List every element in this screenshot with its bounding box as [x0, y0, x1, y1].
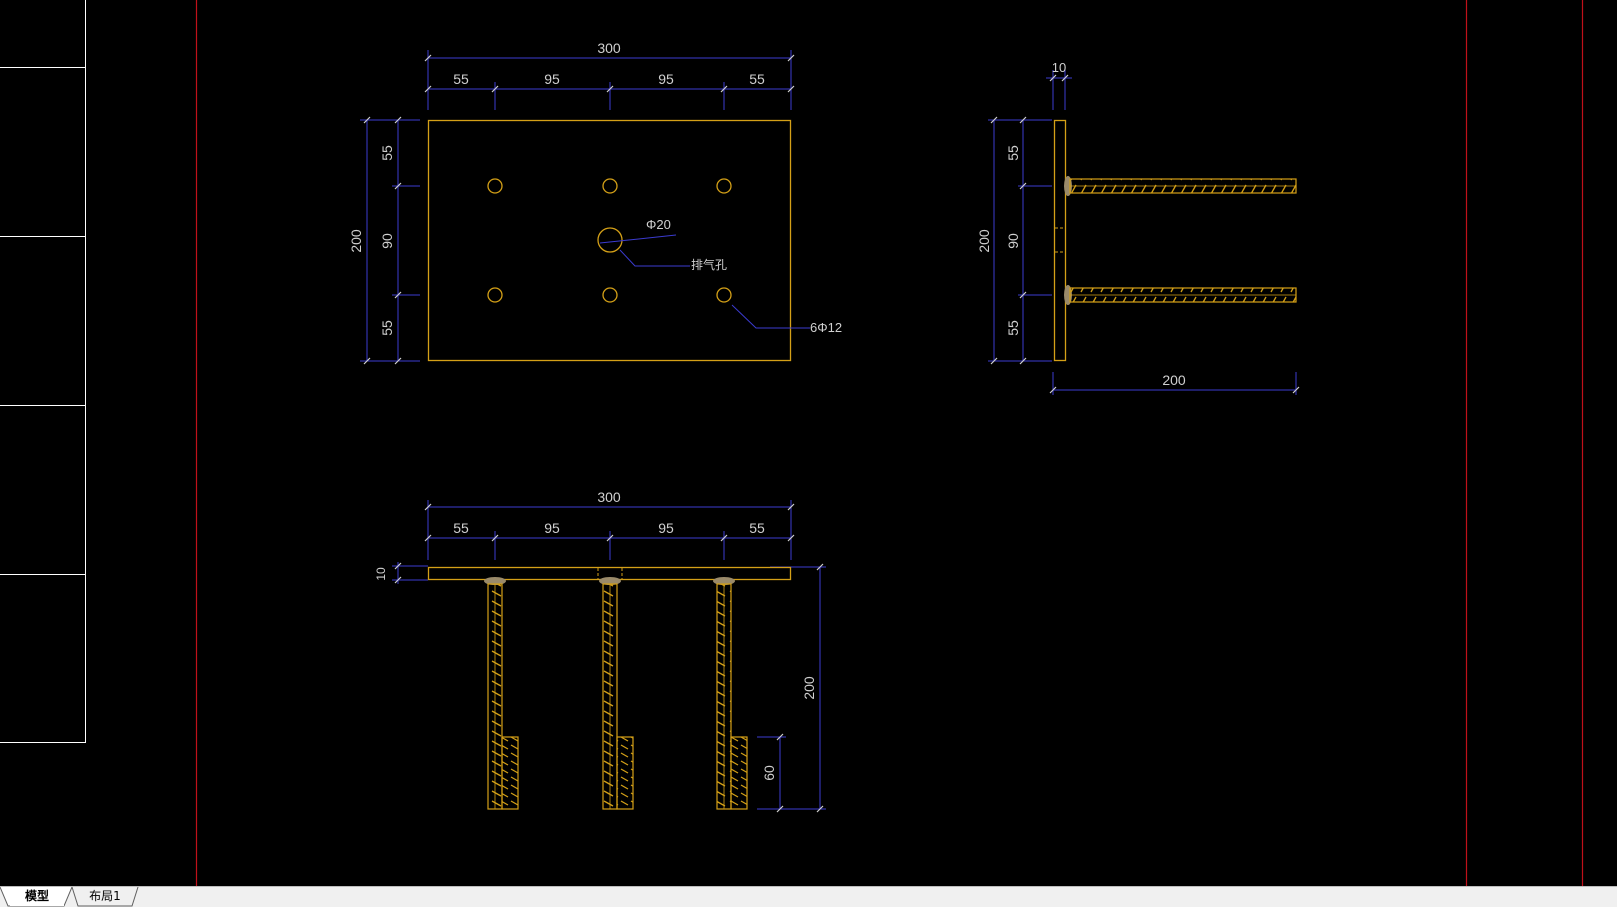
elev-seg-dim-4: 55	[749, 520, 765, 536]
vent-hole-label: 排气孔	[691, 257, 727, 272]
plan-vseg-dim-2: 90	[379, 233, 395, 249]
cad-drawing: 300 55 95 95 55 200 55 90 55	[0, 0, 1584, 886]
rebar-count-label: 6Φ12	[810, 320, 842, 335]
embedded-plate	[427, 119, 792, 362]
elevation-rebar-1	[484, 577, 519, 810]
plan-vseg-dim-1: 55	[379, 145, 395, 161]
side-view: 10 200 55 90 55 200	[976, 60, 1300, 395]
layout-tab-bar: 模型 布局1	[0, 886, 1617, 907]
left-panel	[0, 0, 86, 743]
hole-diameter-label: Φ20	[646, 217, 671, 232]
elevation-rebar-3	[713, 577, 748, 810]
side-rebar-top	[1064, 176, 1297, 196]
elevation-top-dimensions	[424, 500, 795, 560]
side-plate	[1053, 119, 1067, 362]
side-length-dim: 200	[1162, 372, 1186, 388]
drawing-canvas[interactable]: 300 55 95 95 55 200 55 90 55	[0, 0, 1617, 886]
elev-seg-dim-3: 95	[658, 520, 674, 536]
elev-anchor-dim: 60	[761, 765, 777, 781]
side-height-dim: 200	[976, 229, 992, 253]
tab-model[interactable]: 模型	[10, 887, 64, 906]
anchor-holes	[487, 178, 732, 303]
side-vseg-dim-3: 55	[1005, 320, 1021, 336]
plan-overall-dim: 300	[597, 40, 621, 56]
vent-hole	[597, 227, 623, 253]
elevation-view: 300 55 95 95 55 10 200 60	[374, 489, 826, 813]
elev-seg-dim-2: 95	[544, 520, 560, 536]
plan-vseg-dim-3: 55	[379, 320, 395, 336]
elevation-side-dimensions	[392, 562, 826, 813]
elev-height-dim: 200	[801, 676, 817, 700]
plan-seg-dim-2: 95	[544, 71, 560, 87]
plan-view: 300 55 95 95 55 200 55 90 55	[348, 40, 842, 365]
side-rebar-bottom	[1064, 285, 1297, 305]
elev-seg-dim-1: 55	[453, 520, 469, 536]
side-dimensions	[988, 70, 1300, 395]
plan-seg-dim-1: 55	[453, 71, 469, 87]
leader-lines	[599, 234, 810, 329]
elevation-rebar-2	[599, 577, 634, 810]
elev-overall-dim: 300	[597, 489, 621, 505]
side-thickness-dim: 10	[1052, 60, 1066, 75]
elev-thickness-dim: 10	[374, 567, 388, 581]
plan-seg-dim-3: 95	[658, 71, 674, 87]
plan-seg-dim-4: 55	[749, 71, 765, 87]
plan-top-dimensions	[424, 50, 795, 110]
drawing-frame	[195, 0, 1584, 886]
plan-height-dim: 200	[348, 229, 364, 253]
tab-layout1[interactable]: 布局1	[89, 889, 121, 903]
side-vseg-dim-2: 90	[1005, 233, 1021, 249]
side-vseg-dim-1: 55	[1005, 145, 1021, 161]
plan-left-dimensions	[360, 116, 420, 365]
